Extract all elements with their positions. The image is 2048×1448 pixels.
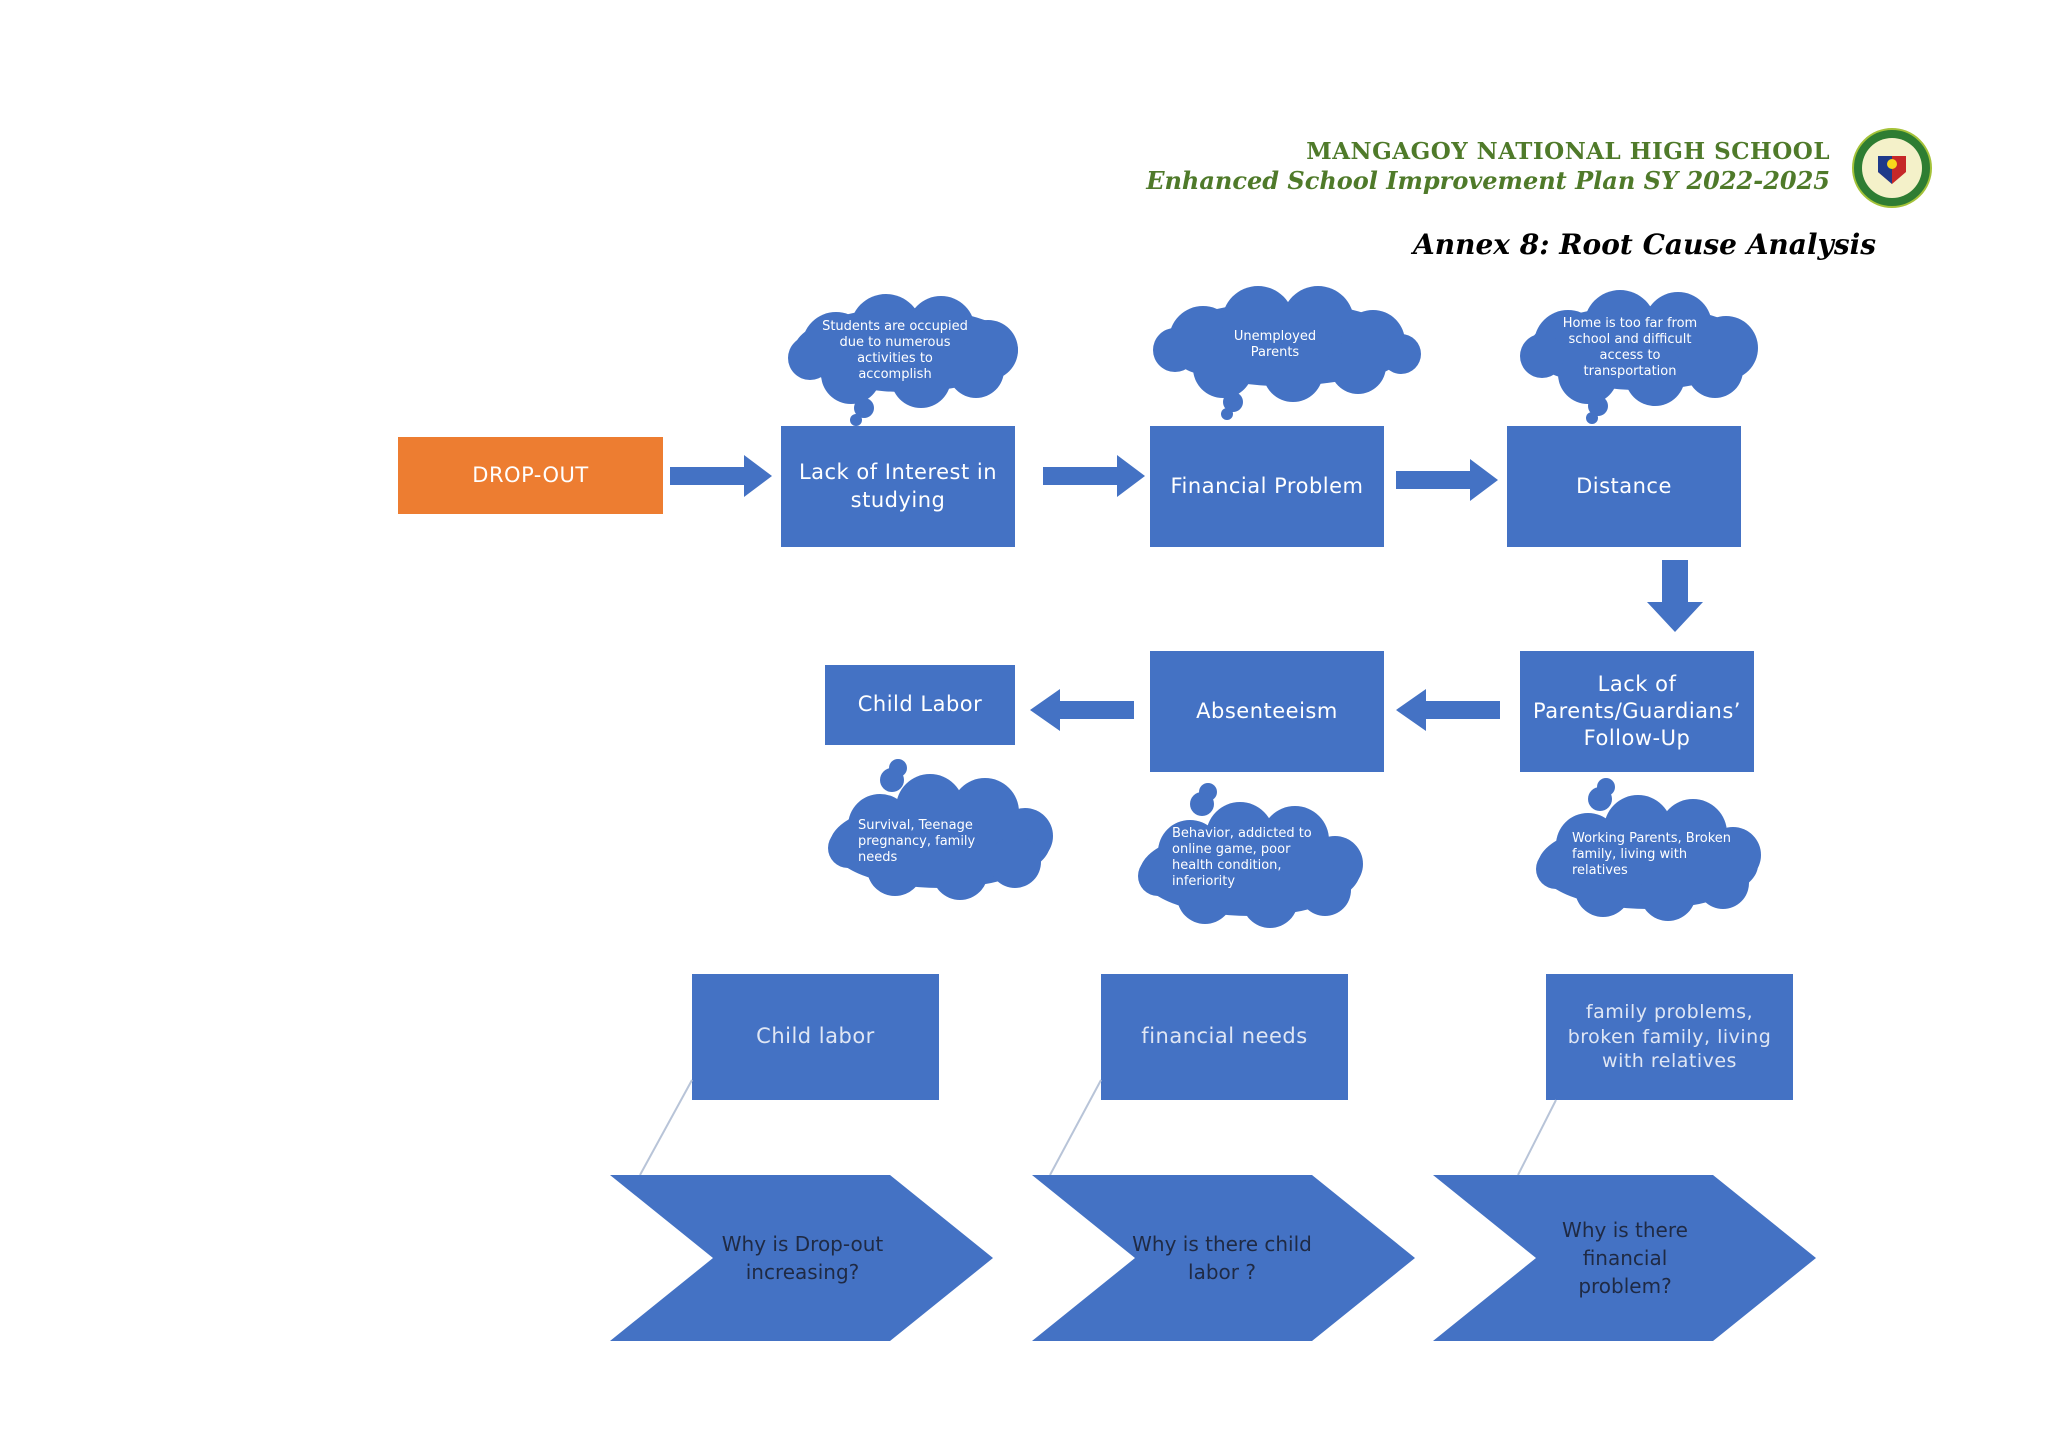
thought-cloud-icon	[1536, 778, 1761, 921]
arrow-right-icon	[1396, 459, 1498, 501]
plan-title: Enhanced School Improvement Plan SY 2022…	[1146, 166, 1830, 195]
arrow-left-icon	[1396, 689, 1500, 731]
absenteeism-box: Absenteeism	[1150, 651, 1384, 772]
school-seal-logo	[1852, 128, 1932, 208]
school-name: MANGAGOY NATIONAL HIGH SCHOOL	[1306, 138, 1830, 165]
arrow-right-icon	[1043, 455, 1145, 497]
arrow-right-icon	[670, 455, 772, 497]
financial-problem-box: Financial Problem	[1150, 426, 1384, 547]
question-text: Why is Drop-out increasing?	[721, 1232, 884, 1284]
thought-cloud-icon	[1520, 290, 1758, 424]
parents-followup-box: Lack of Parents/Guardians’ Follow-Up	[1520, 651, 1754, 772]
thought-cloud-icon	[828, 759, 1053, 900]
cloud-text-interest: Students are occupied due to numerous ac…	[822, 318, 968, 383]
arrow-down-icon	[1647, 560, 1703, 632]
answer-box-child-labor: Child labor	[692, 974, 939, 1100]
cloud-text-absenteeism: Behavior, addicted to online game, poor …	[1172, 825, 1312, 890]
thought-cloud-icon	[788, 294, 1018, 426]
answer-text: Child labor	[756, 1024, 875, 1049]
cloud-text-distance: Home is too far from school and difficul…	[1562, 315, 1698, 380]
thought-cloud-icon	[1138, 783, 1363, 928]
child-labor-box: Child Labor	[825, 665, 1015, 745]
question-chevron	[1032, 1175, 1415, 1341]
annex-title: Annex 8: Root Cause Analysis	[1413, 228, 1876, 261]
thought-cloud-icon	[1153, 286, 1421, 420]
arrow-left-icon	[1030, 689, 1134, 731]
question-chevron	[610, 1175, 993, 1341]
cloud-text-followup: Working Parents, Broken family, living w…	[1572, 830, 1732, 879]
cloud-text-financial: Unemployed Parents	[1233, 328, 1317, 360]
answer-text: family problems, broken family, living w…	[1567, 1000, 1772, 1073]
question-text: Why is there financial problem?	[1562, 1218, 1688, 1298]
cloud-text-childlabor: Survival, Teenage pregnancy, family need…	[858, 817, 976, 866]
answer-box-financial-needs: financial needs	[1101, 974, 1348, 1100]
question-chevron	[1433, 1175, 1816, 1341]
question-text: Why is there child labor ?	[1132, 1232, 1312, 1284]
answer-box-family-problems: family problems, broken family, living w…	[1546, 974, 1793, 1100]
answer-text: financial needs	[1141, 1024, 1308, 1049]
dropout-box: DROP-OUT	[398, 437, 663, 514]
lack-of-interest-box: Lack of Interest in studying	[781, 426, 1015, 547]
distance-box: Distance	[1507, 426, 1741, 547]
